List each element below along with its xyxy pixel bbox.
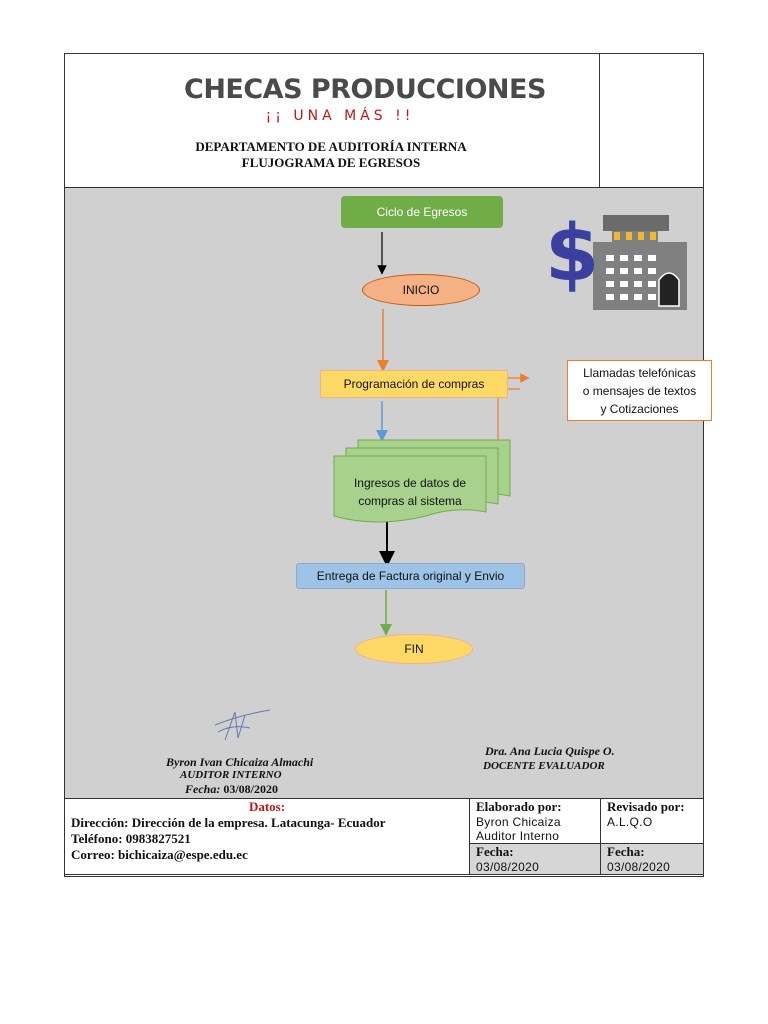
money-building-icon: $ — [545, 209, 687, 310]
elaborado-role: Auditor Interno — [476, 829, 560, 843]
flow-llamadas-cotizaciones: Llamadas telefónicas o mensajes de texto… — [567, 360, 712, 421]
correo-value: bichicaiza@espe.edu.ec — [118, 847, 248, 862]
auditor-role: AUDITOR INTERNO — [180, 769, 282, 781]
company-logo: CHECAS PRODUCCIONES — [184, 74, 546, 105]
auditor-name: Byron Ivan Chicaiza Almachi — [166, 755, 314, 769]
fecha-revisado-cell: Fecha: 03/08/2020 — [600, 843, 704, 875]
datos-title: Datos: — [248, 799, 286, 814]
ingresos-line-2: compras al sistema — [358, 494, 462, 508]
auditor-date-label: Fecha: — [185, 782, 221, 796]
fecha-elaborado-cell: Fecha: 03/08/2020 — [469, 843, 601, 875]
flow-ingresos-datos: Ingresos de datos de compras al sistema — [336, 474, 484, 510]
department-title: DEPARTAMENTO DE AUDITORÍA INTERNA — [195, 139, 467, 154]
fecha-elaborado-value: 03/08/2020 — [476, 860, 540, 874]
fecha-revisado-label: Fecha: — [607, 844, 645, 859]
elaborado-name: Byron Chicaiza — [476, 815, 561, 829]
fecha-revisado-value: 03/08/2020 — [607, 860, 671, 874]
svg-text:$: $ — [545, 209, 599, 299]
evaluator-name: Dra. Ana Lucia Quispe O. — [485, 744, 615, 758]
correo-line: Correo: bichicaiza@espe.edu.ec — [71, 847, 463, 863]
ingresos-document-shape — [333, 439, 511, 523]
flow-programacion-compras: Programación de compras — [320, 370, 508, 398]
auditor-date: Fecha: 03/08/2020 — [185, 782, 278, 797]
flow-inicio: INICIO — [362, 274, 480, 306]
direccion-line: Dirección: Dirección de la empresa. Lata… — [71, 815, 463, 831]
llamadas-line-3: y Cotizaciones — [600, 401, 679, 416]
correo-label: Correo: — [71, 847, 115, 862]
auditor-date-value: 03/08/2020 — [223, 782, 278, 796]
llamadas-line-1: Llamadas telefónicas — [583, 365, 696, 380]
revisado-value: A.L.Q.O — [607, 815, 653, 829]
ingresos-line-1: Ingresos de datos de — [353, 476, 467, 490]
evaluator-role: DOCENTE EVALUADOR — [483, 760, 605, 772]
company-slogan: ¡¡ UNA MÁS !! — [265, 108, 415, 124]
elaborado-label: Elaborado por: — [476, 799, 562, 814]
elaborado-cell: Elaborado por: Byron Chicaiza Auditor In… — [469, 798, 601, 844]
footer-table: Datos: Dirección: Dirección de la empres… — [64, 798, 704, 875]
revisado-cell: Revisado por: A.L.Q.O — [600, 798, 704, 844]
handwritten-signature — [214, 709, 271, 741]
direccion-value: Dirección de la empresa. Latacunga- Ecua… — [131, 815, 386, 830]
revisado-label: Revisado por: — [607, 799, 685, 814]
header-empty-cell — [599, 53, 704, 188]
flow-entrega-factura: Entrega de Factura original y Envio — [296, 563, 525, 589]
telefono-label: Teléfono: — [71, 831, 123, 846]
telefono-value: 0983827521 — [125, 831, 191, 846]
flow-fin: FIN — [355, 634, 473, 664]
document-subtitle: FLUJOGRAMA DE EGRESOS — [241, 155, 421, 170]
document-header — [64, 53, 704, 188]
footer-datos-cell: Datos: Dirección: Dirección de la empres… — [64, 798, 470, 875]
direccion-label: Dirección: — [71, 815, 129, 830]
telefono-line: Teléfono: 0983827521 — [71, 831, 463, 847]
flow-start-ciclo-egresos: Ciclo de Egresos — [341, 196, 503, 228]
llamadas-line-2: o mensajes de textos — [582, 383, 697, 398]
fecha-elaborado-label: Fecha: — [476, 844, 514, 859]
